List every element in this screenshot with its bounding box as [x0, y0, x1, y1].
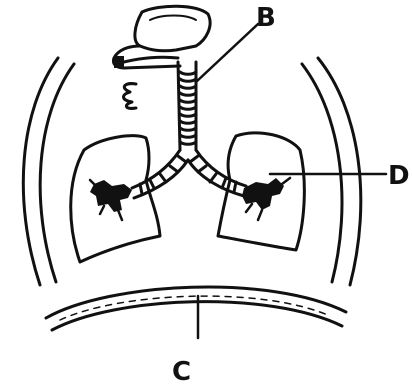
- trachea-ring: [180, 128, 196, 130]
- diaphragm: [46, 287, 346, 330]
- bronchus-ring: [160, 174, 166, 182]
- trachea-ring: [180, 100, 196, 102]
- bronchus-ring: [150, 180, 154, 188]
- bronchus-ring: [190, 156, 198, 162]
- label-d: D: [388, 161, 410, 191]
- trachea-ring: [180, 121, 196, 123]
- bronchus-ring: [140, 184, 142, 194]
- left-lung: [71, 136, 160, 262]
- trachea-ring: [180, 93, 196, 95]
- right-chest-wall: [302, 58, 361, 285]
- label-line-b: [196, 24, 258, 82]
- trachea-ring: [180, 79, 196, 81]
- label-b: B: [256, 3, 276, 33]
- bronchus-ring: [170, 166, 178, 172]
- bronchus-ring: [210, 174, 216, 182]
- bronchus-ring: [178, 156, 186, 162]
- trachea: [178, 62, 196, 150]
- nasal-cavity: [113, 6, 210, 68]
- mouth-tongue: [124, 84, 137, 109]
- trachea-ring: [180, 72, 196, 74]
- bronchus-ring: [234, 182, 236, 192]
- trachea-ring: [180, 142, 196, 144]
- left-chest-wall: [23, 58, 74, 285]
- trachea-ring: [180, 86, 196, 88]
- trachea-ring: [180, 107, 196, 109]
- label-c: C: [172, 357, 191, 387]
- bronchus-ring: [222, 178, 226, 188]
- bronchus-ring: [198, 166, 206, 172]
- trachea-rings: [180, 72, 196, 144]
- trachea-ring: [180, 114, 196, 116]
- trachea-ring: [180, 135, 196, 137]
